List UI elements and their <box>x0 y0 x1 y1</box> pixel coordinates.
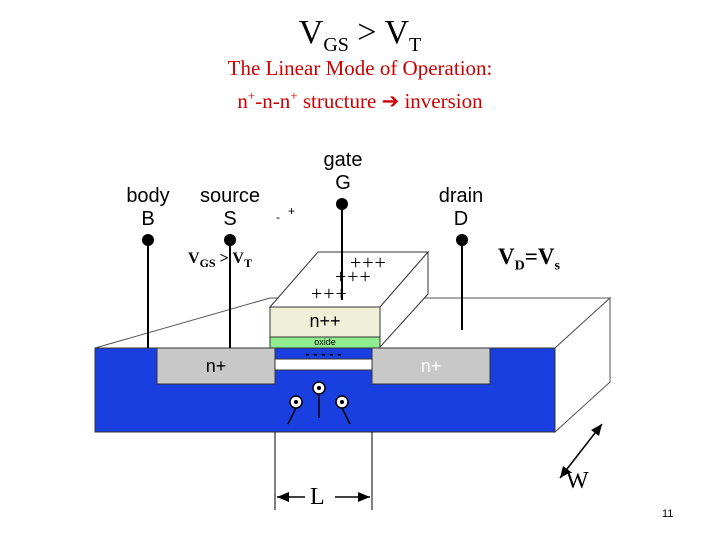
battery-plus: + <box>288 204 296 218</box>
source-region-label: n+ <box>205 356 227 376</box>
oxide-label: oxide <box>314 337 336 347</box>
drain-terminal-dot <box>456 234 468 246</box>
length-arrow-left-icon <box>277 492 289 502</box>
length-arrow-right-icon <box>358 492 370 502</box>
body-terminal-dot <box>142 234 154 246</box>
gate-terminal-dot <box>336 198 348 210</box>
electrons <box>287 381 351 425</box>
subtitle-mode: The Linear Mode of Operation: <box>227 56 493 80</box>
subtitle-structure: n+-n-n+ structure ➔ inversion <box>237 88 483 113</box>
vgs-label: VGS > VT <box>188 250 252 271</box>
battery-minus: - <box>276 210 280 224</box>
page-number: 11 <box>662 508 674 520</box>
inversion-channel <box>274 358 373 371</box>
width-arrow-bottom-icon <box>560 466 571 478</box>
length-label: L <box>310 484 325 510</box>
gate-front-face <box>269 306 381 338</box>
slide-title: VGS > VT <box>298 14 422 56</box>
channel-charges: - - - - - <box>305 346 342 361</box>
gate-charges-row-1: +++ <box>350 252 387 274</box>
width-label: W <box>566 468 589 494</box>
gate-charges-row-2: +++ <box>335 266 372 288</box>
vd-label: VD=Vs <box>498 244 560 274</box>
gate-charges-row-3: +++ <box>311 283 348 305</box>
source-terminal-dot <box>224 234 236 246</box>
gate-region-label: n++ <box>309 311 341 331</box>
drain-region-label: n+ <box>420 356 442 376</box>
width-arrow-top-icon <box>591 424 602 436</box>
arrow-right-icon: ➔ <box>381 89 400 113</box>
